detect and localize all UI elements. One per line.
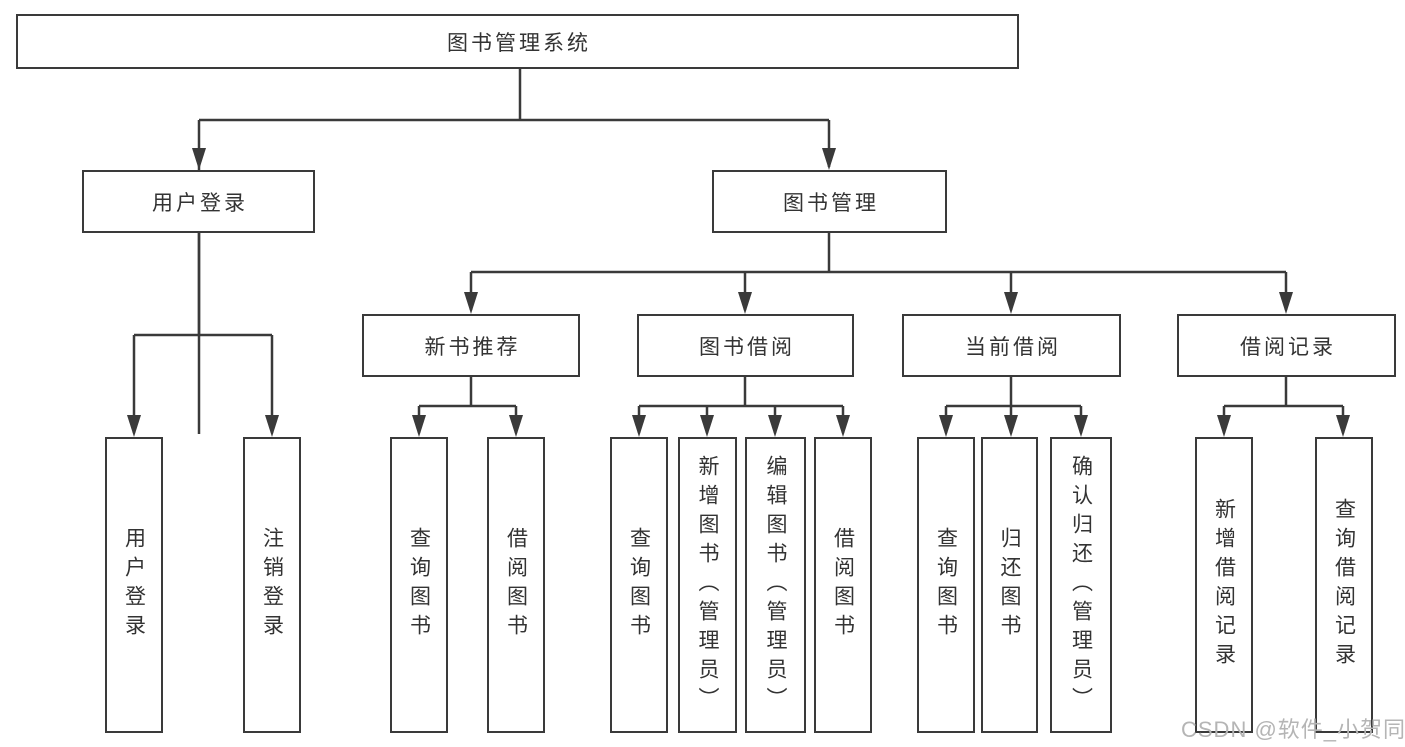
leaf-user-login-label: 用户登录: [122, 527, 146, 643]
node-book-borrowing: 图书借阅: [637, 314, 854, 377]
leaf-borrow-book-recommend-label: 借阅图书: [504, 527, 528, 643]
connector-records-to-leaves: [1222, 377, 1345, 433]
leaf-user-login: 用户登录: [105, 437, 163, 733]
node-new-book-recommend-label: 新书推荐: [424, 335, 521, 359]
node-borrowing-records: 借阅记录: [1177, 314, 1396, 377]
leaf-query-book-recommend-label: 查询图书: [407, 527, 431, 643]
node-current-borrowing-label: 当前借阅: [965, 335, 1061, 359]
leaf-add-borrow-record-label: 新增借阅记录: [1212, 498, 1236, 672]
leaf-query-borrow-record-label: 查询借阅记录: [1332, 498, 1356, 672]
node-book-borrowing-label: 图书借阅: [699, 335, 795, 359]
leaf-borrow-book: 借阅图书: [814, 437, 872, 733]
node-book-management: 图书管理: [712, 170, 947, 233]
node-user-login: 用户登录: [82, 170, 315, 233]
leaf-query-book-current-label: 查询图书: [934, 527, 958, 643]
leaf-add-borrow-record: 新增借阅记录: [1195, 437, 1253, 733]
leaf-add-book-admin: 新增图书（管理员）: [678, 437, 737, 733]
leaf-logout: 注销登录: [243, 437, 301, 733]
node-new-book-recommend: 新书推荐: [362, 314, 580, 377]
leaf-borrow-book-recommend: 借阅图书: [487, 437, 545, 733]
node-current-borrowing: 当前借阅: [902, 314, 1121, 377]
connector-newbook-to-leaves: [417, 377, 518, 433]
leaf-edit-book-admin-label: 编辑图书（管理员）: [764, 454, 787, 716]
leaf-borrow-book-label: 借阅图书: [831, 527, 855, 643]
node-library-system-label: 图书管理系统: [447, 31, 591, 55]
leaf-query-book-borrow-label: 查询图书: [627, 527, 651, 643]
connector-userlogin-to-leaves: [132, 233, 274, 433]
leaf-query-book-borrow: 查询图书: [610, 437, 668, 733]
arrowheads: [127, 148, 1350, 437]
leaf-add-book-admin-label: 新增图书（管理员）: [696, 454, 719, 716]
connector-borrow-to-leaves: [637, 377, 845, 433]
leaf-logout-label: 注销登录: [260, 527, 284, 643]
node-book-management-label: 图书管理: [783, 191, 879, 215]
leaf-query-borrow-record: 查询借阅记录: [1315, 437, 1373, 733]
leaf-confirm-return-admin-label: 确认归还（管理员）: [1069, 454, 1093, 716]
leaf-edit-book-admin: 编辑图书（管理员）: [745, 437, 806, 733]
node-borrowing-records-label: 借阅记录: [1240, 335, 1336, 359]
connector-root-to-level2: [197, 69, 831, 434]
leaf-query-book-recommend: 查询图书: [390, 437, 448, 733]
connector-bookmgmt-to-level3: [469, 233, 1288, 310]
node-library-system: 图书管理系统: [16, 14, 1019, 69]
leaf-confirm-return-admin: 确认归还（管理员）: [1050, 437, 1112, 733]
csdn-watermark: CSDN @软件_小贺同学: [1181, 717, 1405, 742]
leaf-return-book: 归还图书: [981, 437, 1038, 733]
leaf-query-book-current: 查询图书: [917, 437, 975, 733]
node-user-login-label: 用户登录: [152, 191, 248, 215]
leaf-return-book-label: 归还图书: [998, 527, 1021, 643]
